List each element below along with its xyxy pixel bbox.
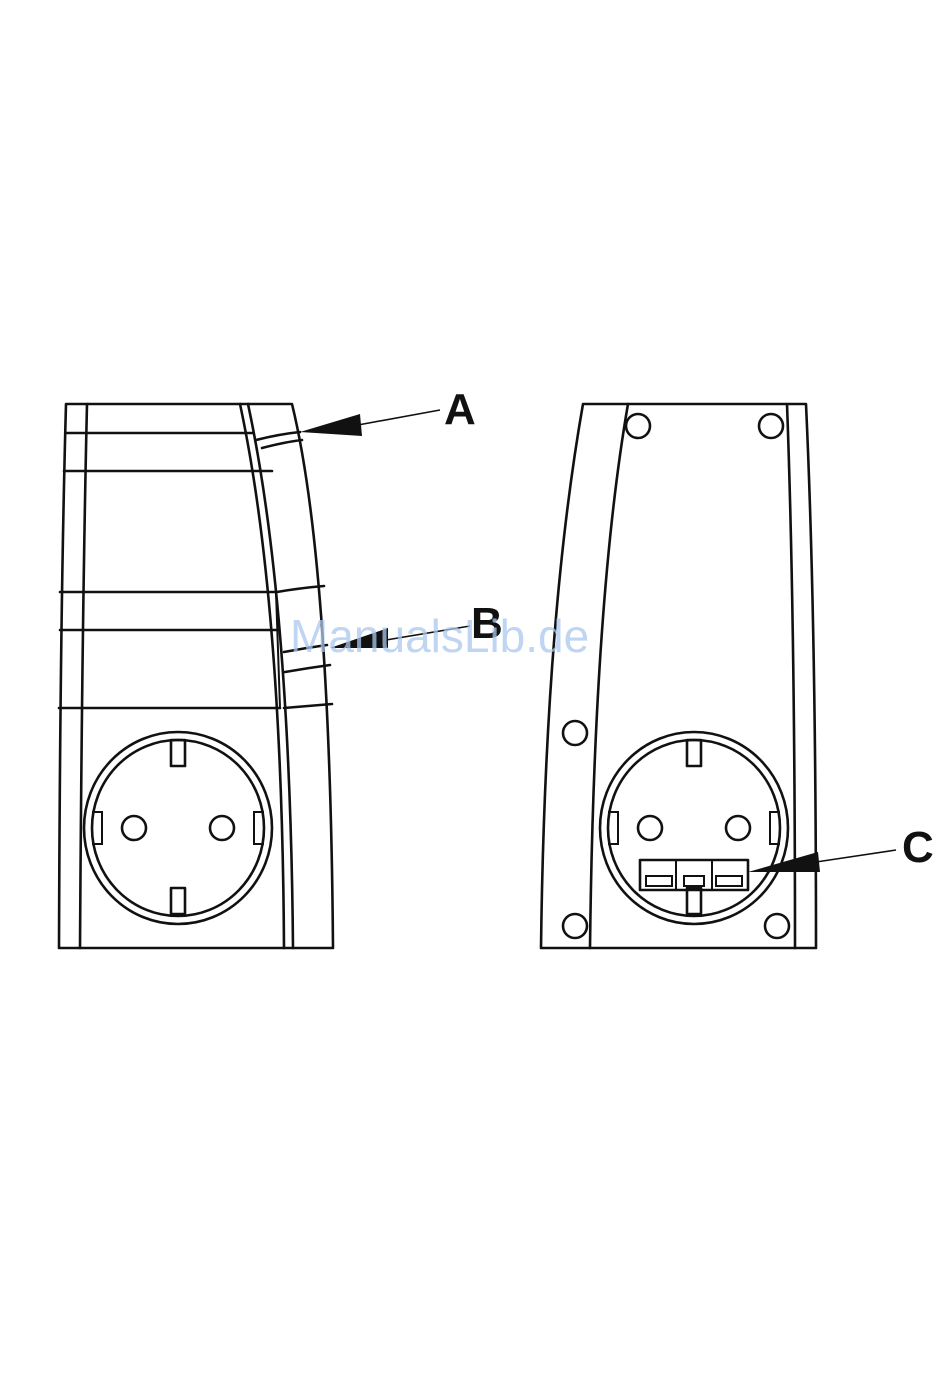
callout-c-label: C <box>902 823 934 872</box>
back-connector-block <box>640 860 748 890</box>
front-left-inner-edge <box>80 404 87 948</box>
back-screw-hole-top-left <box>626 414 650 438</box>
connector-slot-middle <box>684 876 704 886</box>
front-socket <box>84 732 272 924</box>
front-socket-pin-hole-left <box>122 816 146 840</box>
back-socket <box>600 732 788 924</box>
back-screw-hole-bottom-left <box>563 914 587 938</box>
front-band-3b <box>277 586 324 592</box>
back-socket-pin-hole-right <box>726 816 750 840</box>
front-view-device <box>59 404 333 948</box>
back-screw-hole-middle-left <box>563 721 587 745</box>
front-socket-ground-clip-bottom <box>171 888 185 914</box>
back-socket-outer-ring <box>600 732 788 924</box>
back-screw-hole-bottom-right <box>765 914 789 938</box>
callout-a-label: A <box>444 385 476 434</box>
back-screw-hole-top-right <box>759 414 783 438</box>
front-band-2b <box>262 440 302 448</box>
watermark-text: ManualsLib.de <box>290 610 589 662</box>
front-band-6b <box>284 704 332 708</box>
front-socket-ground-clip-top <box>171 740 185 766</box>
front-socket-pin-hole-right <box>210 816 234 840</box>
back-socket-pin-hole-left <box>638 816 662 840</box>
front-socket-outer-ring <box>84 732 272 924</box>
callout-c: C <box>748 823 934 872</box>
callout-a: A <box>300 385 476 436</box>
connector-slot-left <box>646 876 672 886</box>
callout-a-leader-line <box>358 410 440 425</box>
back-socket-ground-clip-top <box>687 740 701 766</box>
callout-c-leader-line <box>816 850 896 862</box>
connector-slot-right <box>716 876 742 886</box>
back-socket-ground-clip-bottom <box>687 888 701 914</box>
front-band-5b <box>285 665 330 672</box>
callout-a-arrowhead <box>300 414 362 436</box>
front-band-1b <box>256 432 300 440</box>
